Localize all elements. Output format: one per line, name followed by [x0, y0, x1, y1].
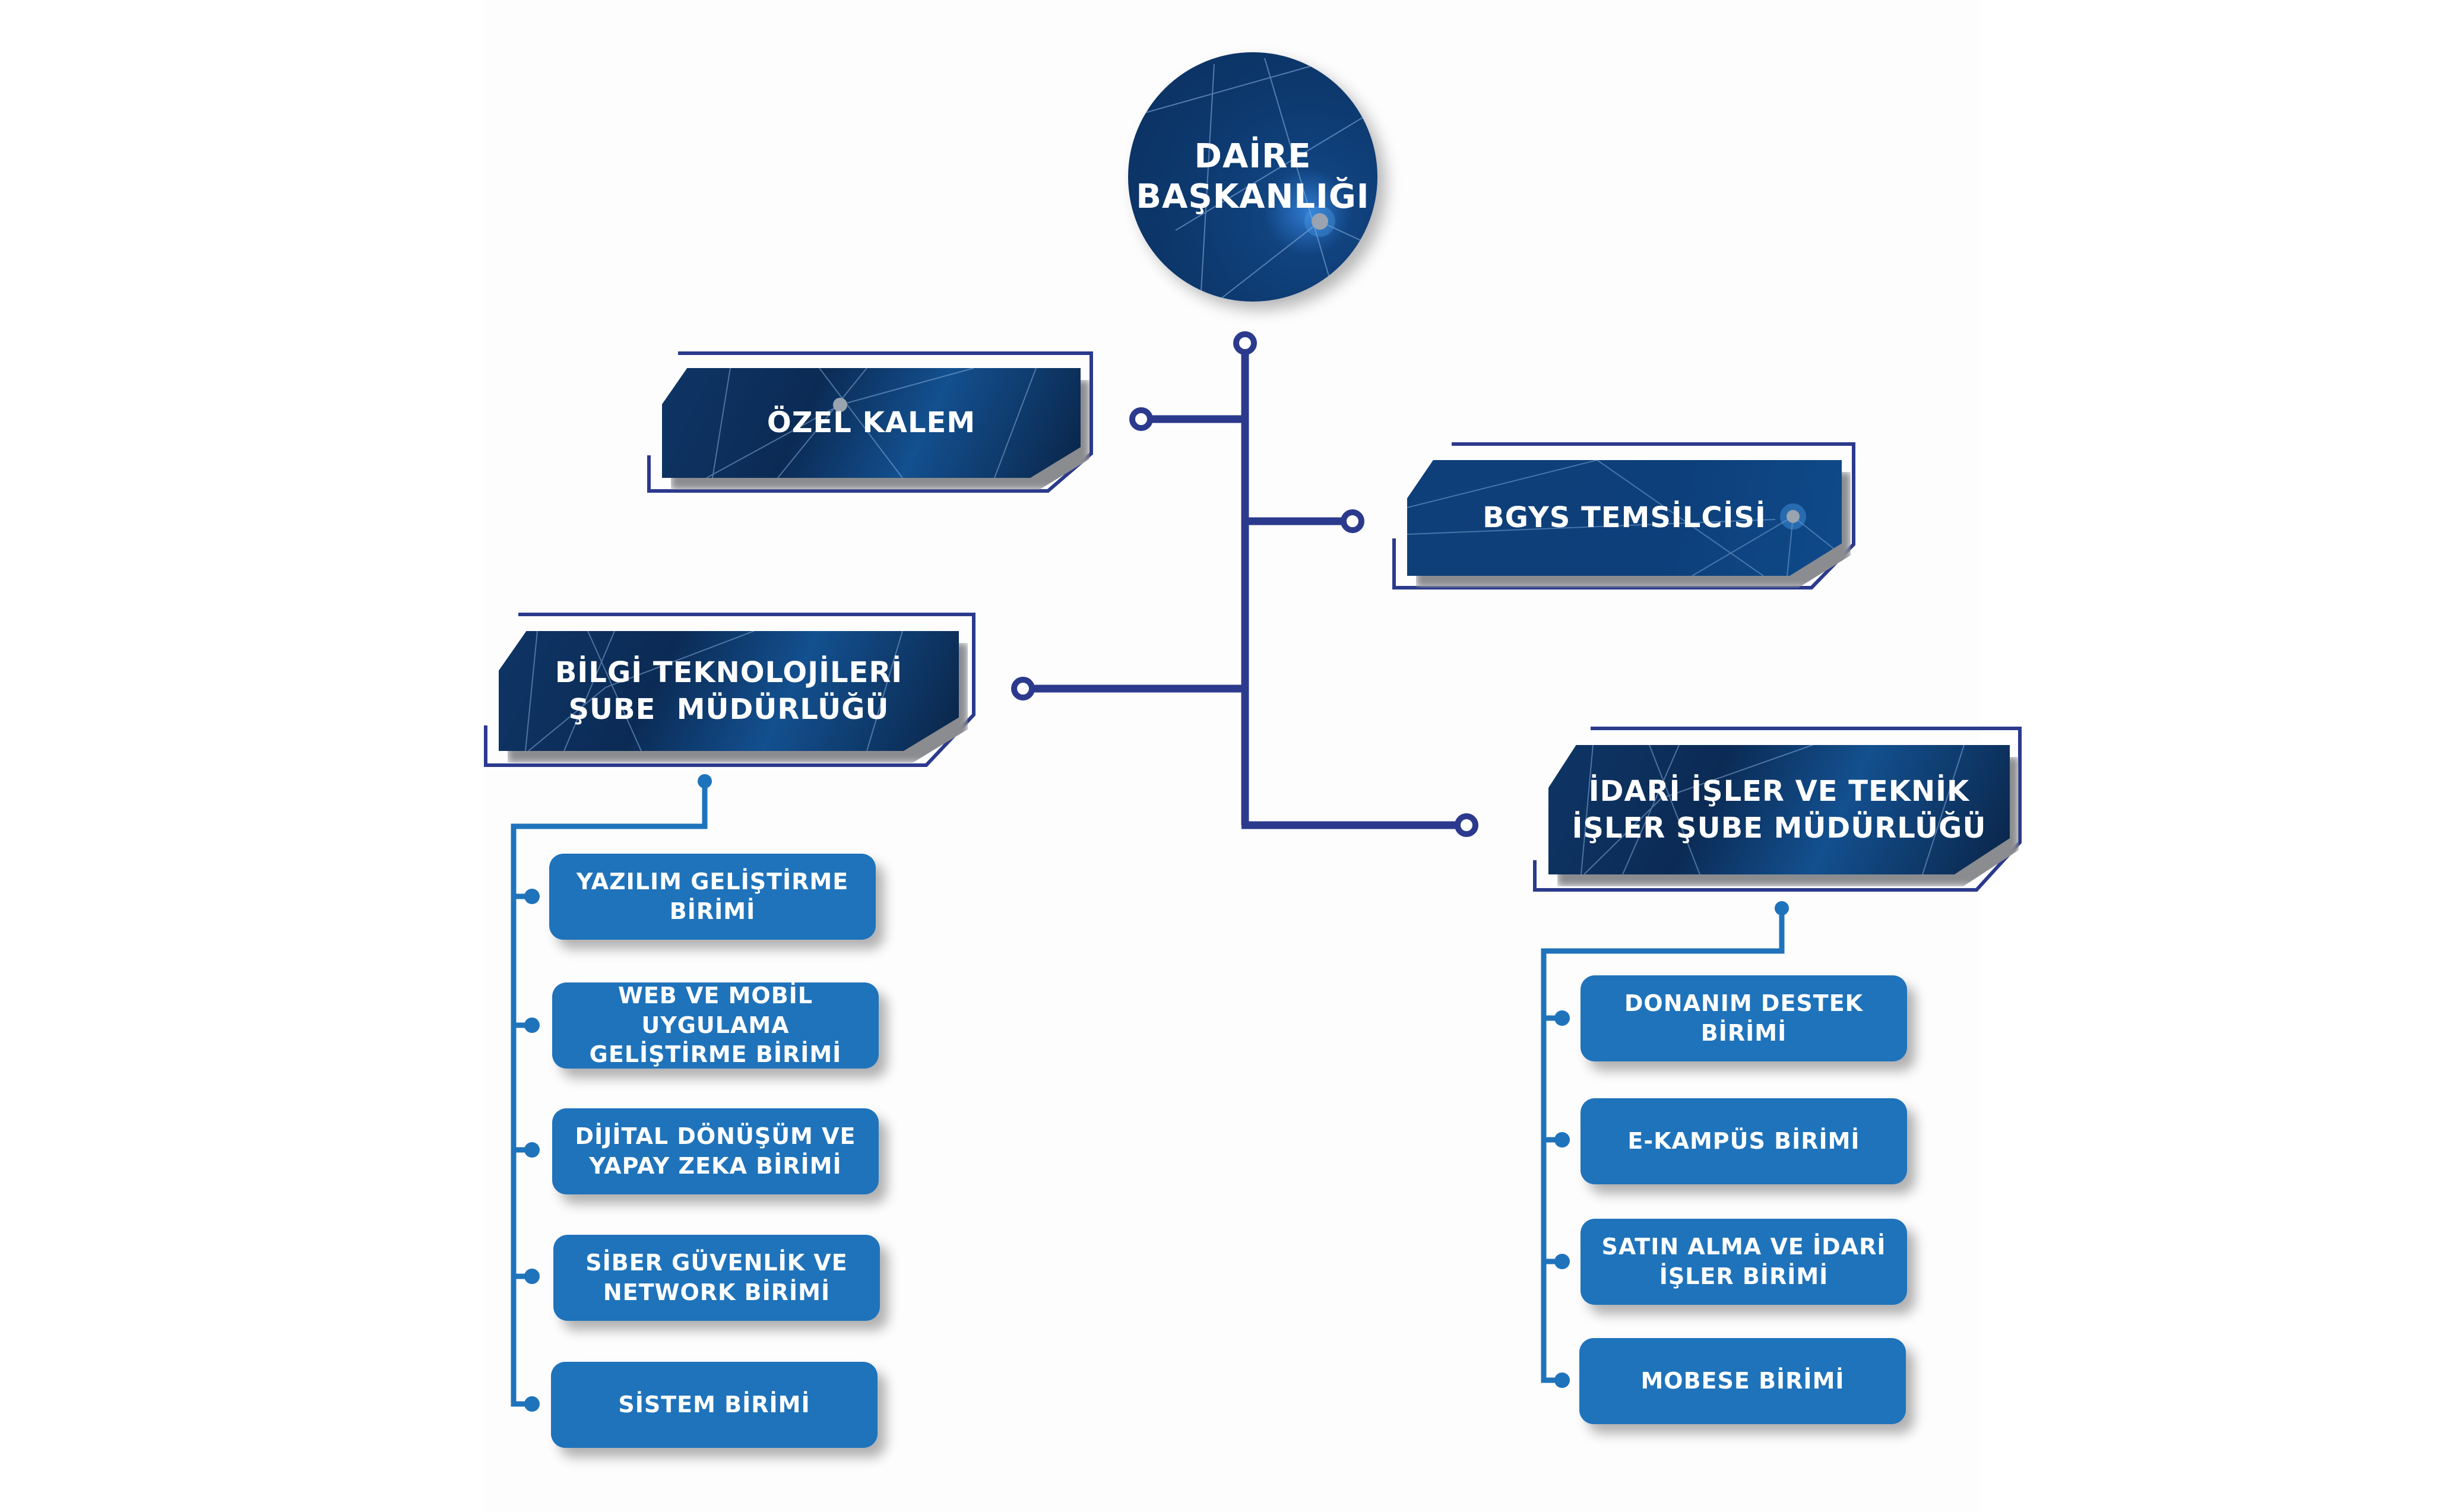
- unit-web-mobil[interactable]: WEB VE MOBİL UYGULAMA GELİŞTİRME BİRİMİ: [552, 982, 879, 1069]
- unit-e-kampus[interactable]: E-KAMPÜS BİRİMİ: [1581, 1098, 1907, 1184]
- unit-label-line2: YAPAY ZEKA BİRİMİ: [589, 1152, 842, 1179]
- network-pattern-icon: [1581, 745, 1965, 874]
- root-node-daire-baskanligi[interactable]: DAİRE BAŞKANLIĞI: [1128, 52, 1377, 302]
- office-idari-isler[interactable]: İDARİ İŞLER VE TEKNİK İŞLER ŞUBE MÜDÜRLÜ…: [1548, 745, 2010, 874]
- frame-ozel-kalem: [647, 351, 1093, 493]
- trunk-top-node: [1233, 331, 1257, 355]
- network-pattern-icon: [706, 368, 1037, 478]
- office-label-line1: İDARİ İŞLER VE TEKNİK: [1588, 774, 1970, 808]
- unit-satin-alma[interactable]: SATIN ALMA VE İDARİ İŞLER BİRİMİ: [1581, 1219, 1907, 1305]
- office-ozel-kalem[interactable]: ÖZEL KALEM: [662, 368, 1081, 478]
- unit-label-line1: E-KAMPÜS BİRİMİ: [1627, 1127, 1860, 1154]
- root-label-line2: BAŞKANLIĞI: [1136, 177, 1370, 216]
- unit-label-line1: SİSTEM BİRİMİ: [618, 1391, 810, 1418]
- unit-donanim-destek[interactable]: DONANIM DESTEK BİRİMİ: [1581, 975, 1907, 1061]
- unit-siber-guvenlik[interactable]: SİBER GÜVENLİK VE NETWORK BİRİMİ: [553, 1235, 880, 1321]
- unit-label-line2: NETWORK BİRİMİ: [603, 1279, 831, 1305]
- network-pattern-icon: [1128, 58, 1377, 302]
- unit-label-line2: İŞLER BİRİMİ: [1659, 1263, 1829, 1289]
- office-label-line2: ŞUBE MÜDÜRLÜĞÜ: [568, 693, 889, 726]
- office-label: ÖZEL KALEM: [767, 406, 976, 440]
- node-idari: [1455, 813, 1478, 837]
- office-label-line1: BİLGİ TEKNOLOJİLERİ: [555, 655, 903, 689]
- unit-mobese[interactable]: MOBESE BİRİMİ: [1579, 1338, 1906, 1424]
- unit-label-line2: BİRİMİ: [669, 898, 756, 924]
- office-bgys-temsilcisi[interactable]: BGYS TEMSİLCİSİ: [1407, 460, 1842, 576]
- node-ozel-kalem: [1129, 407, 1153, 431]
- unit-label-line2: BİRİMİ: [1700, 1019, 1787, 1046]
- bilgi-drop-dot: [698, 774, 712, 788]
- frame-idari: [1533, 727, 2022, 892]
- unit-label-line1: YAZILIM GELİŞTİRME: [576, 868, 849, 895]
- unit-label-line1: DONANIM DESTEK: [1624, 990, 1864, 1017]
- unit-dijital-donusum[interactable]: DİJİTAL DÖNÜŞÜM VE YAPAY ZEKA BİRİMİ: [552, 1108, 879, 1194]
- unit-label-line1: MOBESE BİRİMİ: [1640, 1367, 1845, 1394]
- unit-label-line1: DİJİTAL DÖNÜŞÜM VE: [575, 1123, 856, 1150]
- node-bgys: [1341, 509, 1364, 533]
- network-pattern-icon: [1407, 460, 1842, 576]
- office-label: BGYS TEMSİLCİSİ: [1483, 501, 1766, 535]
- unit-sistem[interactable]: SİSTEM BİRİMİ: [551, 1362, 878, 1448]
- unit-label-line1: SATIN ALMA VE İDARİ: [1601, 1234, 1886, 1260]
- node-bilgi: [1011, 677, 1035, 700]
- bilgi-drop-line: [511, 784, 708, 1407]
- unit-label-line1: SİBER GÜVENLİK VE: [585, 1250, 848, 1276]
- network-pattern-icon: [525, 631, 903, 751]
- idari-drop-dot: [1775, 901, 1789, 915]
- idari-drop-line: [1541, 909, 1785, 1383]
- unit-label-line2: GELİŞTİRME BİRİMİ: [589, 1041, 842, 1068]
- office-label-line2: İŞLER ŞUBE MÜDÜRLÜĞÜ: [1572, 812, 1987, 845]
- unit-label-line1: WEB VE MOBİL UYGULAMA: [617, 982, 813, 1038]
- office-bilgi-teknolojileri[interactable]: BİLGİ TEKNOLOJİLERİ ŞUBE MÜDÜRLÜĞÜ: [499, 631, 959, 751]
- unit-yazilim-gelistirme[interactable]: YAZILIM GELİŞTİRME BİRİMİ: [549, 854, 876, 940]
- root-label-line1: DAİRE: [1194, 137, 1312, 176]
